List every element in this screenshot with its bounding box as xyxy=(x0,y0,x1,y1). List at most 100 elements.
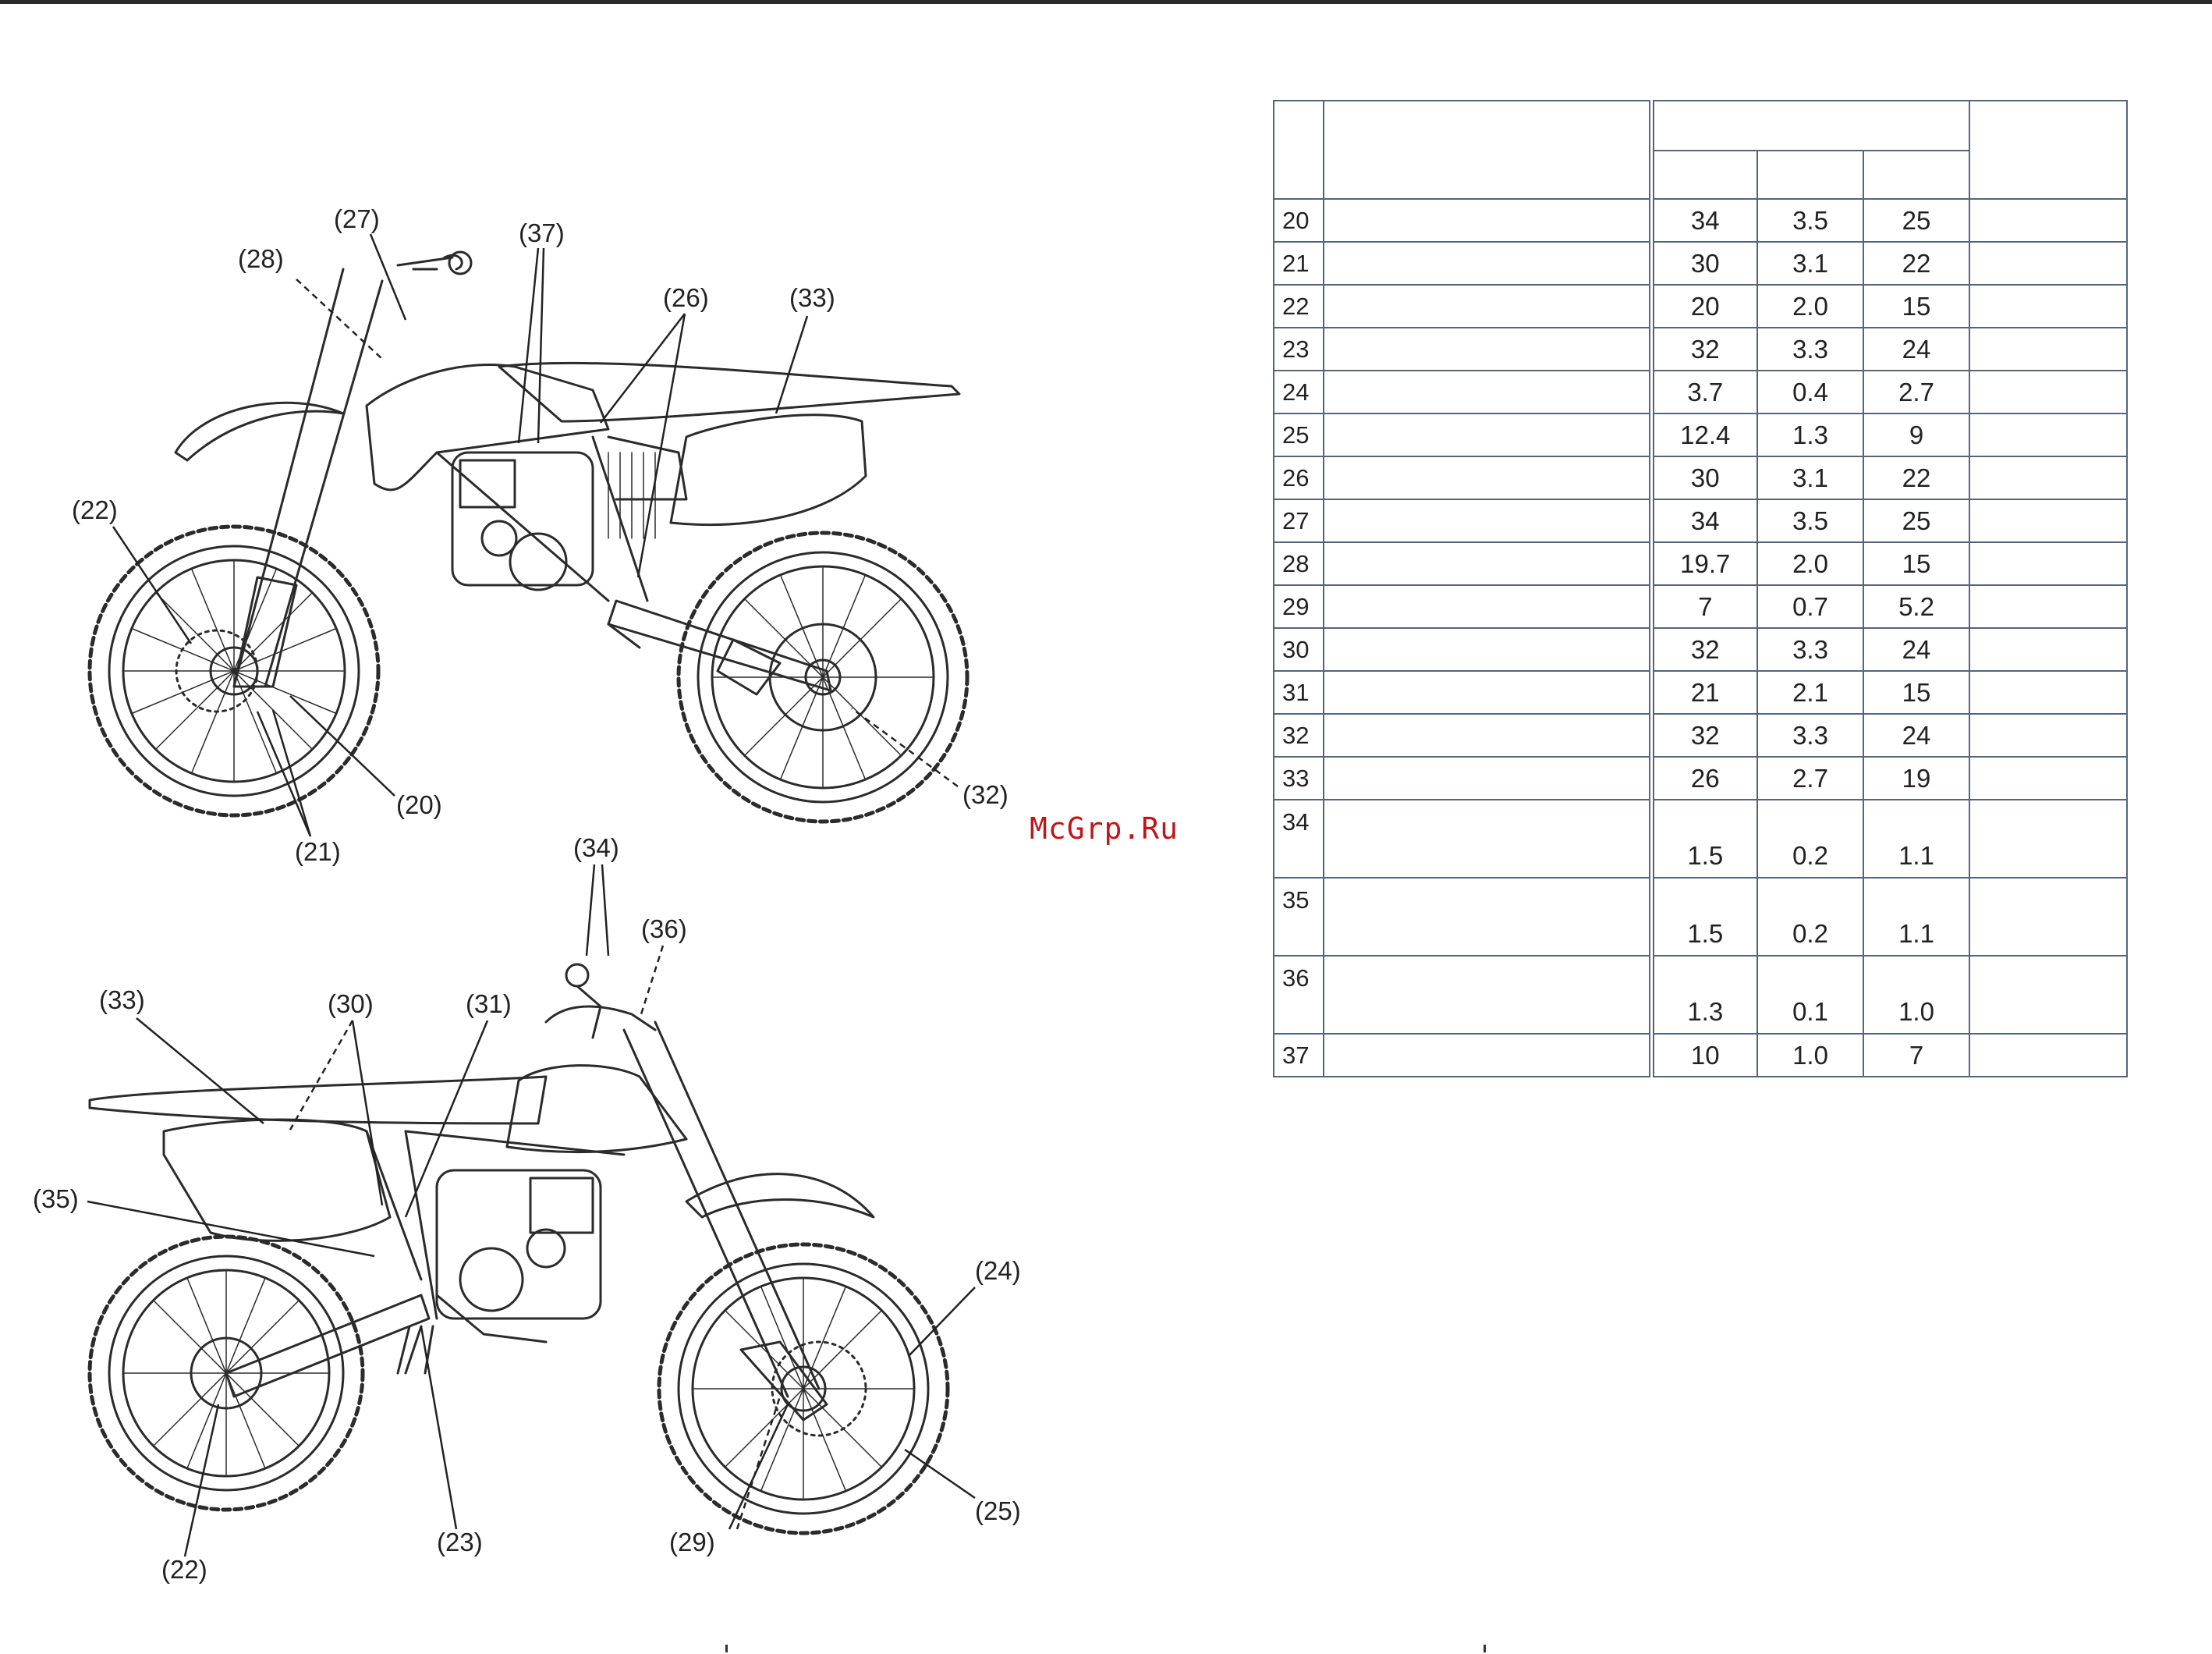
row-remarks xyxy=(1969,541,2128,586)
row-value-2: 3.1 xyxy=(1756,241,1864,286)
row-value-2: 2.7 xyxy=(1756,756,1864,800)
row-value-1: 32 xyxy=(1650,713,1758,758)
row-remarks xyxy=(1969,955,2128,1035)
row-value-1: 19.7 xyxy=(1650,541,1758,586)
callout-32: (32) xyxy=(962,780,1009,809)
row-item xyxy=(1323,955,1654,1035)
lower-callouts: (34) (36) (33) (30) (31) (35) (24) (25) … xyxy=(33,833,1021,1584)
row-remarks xyxy=(1969,370,2128,414)
row-value-3: 24 xyxy=(1863,627,1970,672)
row-item xyxy=(1323,541,1654,586)
row-value-2: 2.1 xyxy=(1756,670,1864,715)
row-value-1: 32 xyxy=(1650,327,1758,371)
row-value-3: 19 xyxy=(1863,756,1970,800)
row-value-3: 25 xyxy=(1863,499,1970,543)
row-value-2: 1.3 xyxy=(1756,413,1864,457)
row-value-3: 22 xyxy=(1863,241,1970,286)
row-value-1: 30 xyxy=(1650,456,1758,500)
row-remarks xyxy=(1969,499,2128,543)
row-value-2: 1.0 xyxy=(1756,1033,1864,1077)
callout-34: (34) xyxy=(573,833,619,862)
header-item-cell xyxy=(1323,100,1654,200)
row-number: 36 xyxy=(1273,955,1324,1035)
upper-callouts: (27) (28) (37) (26) (33) (22) (20) (21) … xyxy=(72,204,1009,866)
row-value-2: 0.7 xyxy=(1756,584,1864,629)
callout-20: (20) xyxy=(396,790,442,819)
row-value-3: 15 xyxy=(1863,541,1970,586)
callout-29: (29) xyxy=(669,1528,715,1556)
row-value-1: 1.5 xyxy=(1650,877,1758,957)
row-value-1: 20 xyxy=(1650,284,1758,328)
row-number: 33 xyxy=(1273,756,1324,800)
callout-23: (23) xyxy=(437,1528,483,1556)
header-number-cell xyxy=(1273,100,1324,200)
row-number: 30 xyxy=(1273,627,1324,672)
row-value-3: 9 xyxy=(1863,413,1970,457)
table-subheader-row xyxy=(1274,150,2127,200)
row-item xyxy=(1323,284,1654,328)
row-item xyxy=(1323,799,1654,878)
callout-35: (35) xyxy=(33,1184,79,1213)
motorcycle-figures: (27) (28) (37) (26) (33) (22) (20) (21) … xyxy=(33,204,1021,1584)
row-number: 37 xyxy=(1273,1033,1324,1077)
lower-motorcycle-illustration xyxy=(87,963,950,1535)
row-value-1: 3.7 xyxy=(1650,370,1758,414)
row-value-2: 3.3 xyxy=(1756,627,1864,672)
row-item xyxy=(1323,584,1654,629)
row-remarks xyxy=(1969,756,2128,800)
row-number: 26 xyxy=(1273,456,1324,500)
upper-leader-lines xyxy=(112,233,959,837)
row-value-1: 21 xyxy=(1650,670,1758,715)
row-value-3: 24 xyxy=(1863,327,1970,371)
header-kgfm-cell xyxy=(1756,150,1864,200)
header-nm-cell xyxy=(1650,150,1758,200)
callout-21: (21) xyxy=(295,837,341,866)
row-value-2: 0.2 xyxy=(1756,799,1864,878)
row-remarks xyxy=(1969,241,2128,286)
row-remarks xyxy=(1969,1033,2128,1077)
row-value-3: 25 xyxy=(1863,198,1970,243)
row-value-2: 0.1 xyxy=(1756,955,1864,1035)
callout-27: (27) xyxy=(334,204,380,233)
row-number: 28 xyxy=(1273,541,1324,586)
row-value-2: 2.0 xyxy=(1756,284,1864,328)
header-lbft-cell xyxy=(1863,150,1970,200)
row-item xyxy=(1323,877,1654,957)
callout-22-lower: (22) xyxy=(161,1555,207,1584)
row-number: 27 xyxy=(1273,499,1324,543)
footer-tick xyxy=(725,1645,728,1652)
lower-front-wheel xyxy=(657,1242,950,1535)
row-value-3: 1.1 xyxy=(1863,877,1970,957)
table-header-row xyxy=(1273,100,2128,200)
callout-26: (26) xyxy=(663,283,709,312)
row-item xyxy=(1323,241,1654,286)
row-item xyxy=(1323,370,1654,414)
row-value-3: 1.1 xyxy=(1863,799,1970,878)
row-item xyxy=(1323,670,1654,715)
row-value-1: 1.3 xyxy=(1650,955,1758,1035)
row-value-3: 24 xyxy=(1863,713,1970,758)
row-item xyxy=(1323,413,1654,457)
row-item xyxy=(1323,627,1654,672)
row-value-3: 15 xyxy=(1863,670,1970,715)
row-value-2: 0.2 xyxy=(1756,877,1864,957)
header-torque-cell xyxy=(1650,100,1970,151)
row-number: 21 xyxy=(1273,241,1324,286)
row-number: 29 xyxy=(1273,584,1324,629)
row-number: 20 xyxy=(1273,198,1324,243)
row-item xyxy=(1323,1033,1654,1077)
lower-leader-lines xyxy=(87,864,976,1557)
callout-37: (37) xyxy=(519,218,565,247)
